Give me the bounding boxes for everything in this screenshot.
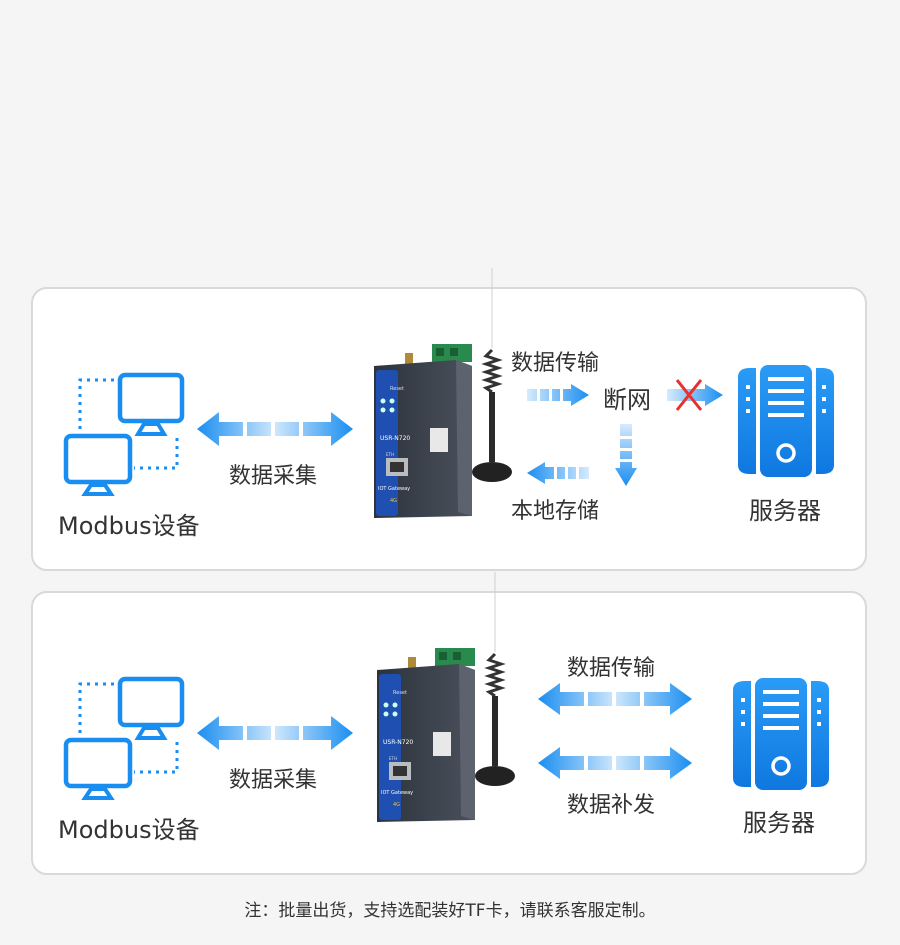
- gateway-model-text: USR-N720: [383, 739, 413, 746]
- gateway-brand-text: IOT Gateway: [381, 790, 413, 796]
- gateway-badge-text: 4G: [390, 498, 397, 504]
- footnote: 注：批量出货，支持选配装好TF卡，请联系客服定制。: [244, 901, 656, 921]
- double-arrow-icon: [538, 747, 692, 779]
- gateway-badge-text: 4G: [393, 802, 400, 808]
- server-label: 服务器: [749, 497, 821, 525]
- server-icon: [733, 678, 829, 790]
- blocked-arrow-icon: [667, 379, 723, 411]
- data-collect-label: 数据采集: [229, 464, 318, 489]
- gateway-model-text: USR-N720: [380, 435, 410, 442]
- left-arrow-icon: [527, 462, 589, 484]
- modbus-devices-icon: [63, 676, 185, 800]
- modbus-devices-icon: [63, 372, 185, 496]
- right-arrow-icon: [527, 384, 589, 406]
- server-label: 服务器: [743, 809, 815, 837]
- gateway-brand-text: IOT Gateway: [378, 486, 410, 492]
- data-collect-label: 数据采集: [229, 768, 318, 793]
- double-arrow-icon: [197, 412, 353, 446]
- data-transmit-label: 数据传输: [511, 351, 600, 376]
- down-arrow-icon: [615, 424, 637, 486]
- gateway-device-icon: Reset USR-N720 ETH IOT Gateway 4G: [377, 572, 515, 822]
- local-storage-label: 本地存储: [511, 499, 600, 524]
- server-icon: [738, 365, 834, 477]
- gateway-eth-text: ETH: [386, 452, 394, 457]
- gateway-reset-text: Reset: [390, 386, 404, 392]
- gateway-device-icon: Reset USR-N720 ETH IOT Gateway 4G: [374, 268, 512, 518]
- modbus-device-label: Modbus设备: [58, 512, 200, 540]
- data-transmit-label: 数据传输: [567, 656, 656, 681]
- modbus-device-label: Modbus设备: [58, 816, 200, 844]
- double-arrow-icon: [538, 683, 692, 715]
- gateway-reset-text: Reset: [393, 690, 407, 696]
- data-resend-label: 数据补发: [567, 793, 656, 818]
- gateway-eth-text: ETH: [389, 756, 397, 761]
- network-break-label: 断网: [603, 386, 651, 414]
- double-arrow-icon: [197, 716, 353, 750]
